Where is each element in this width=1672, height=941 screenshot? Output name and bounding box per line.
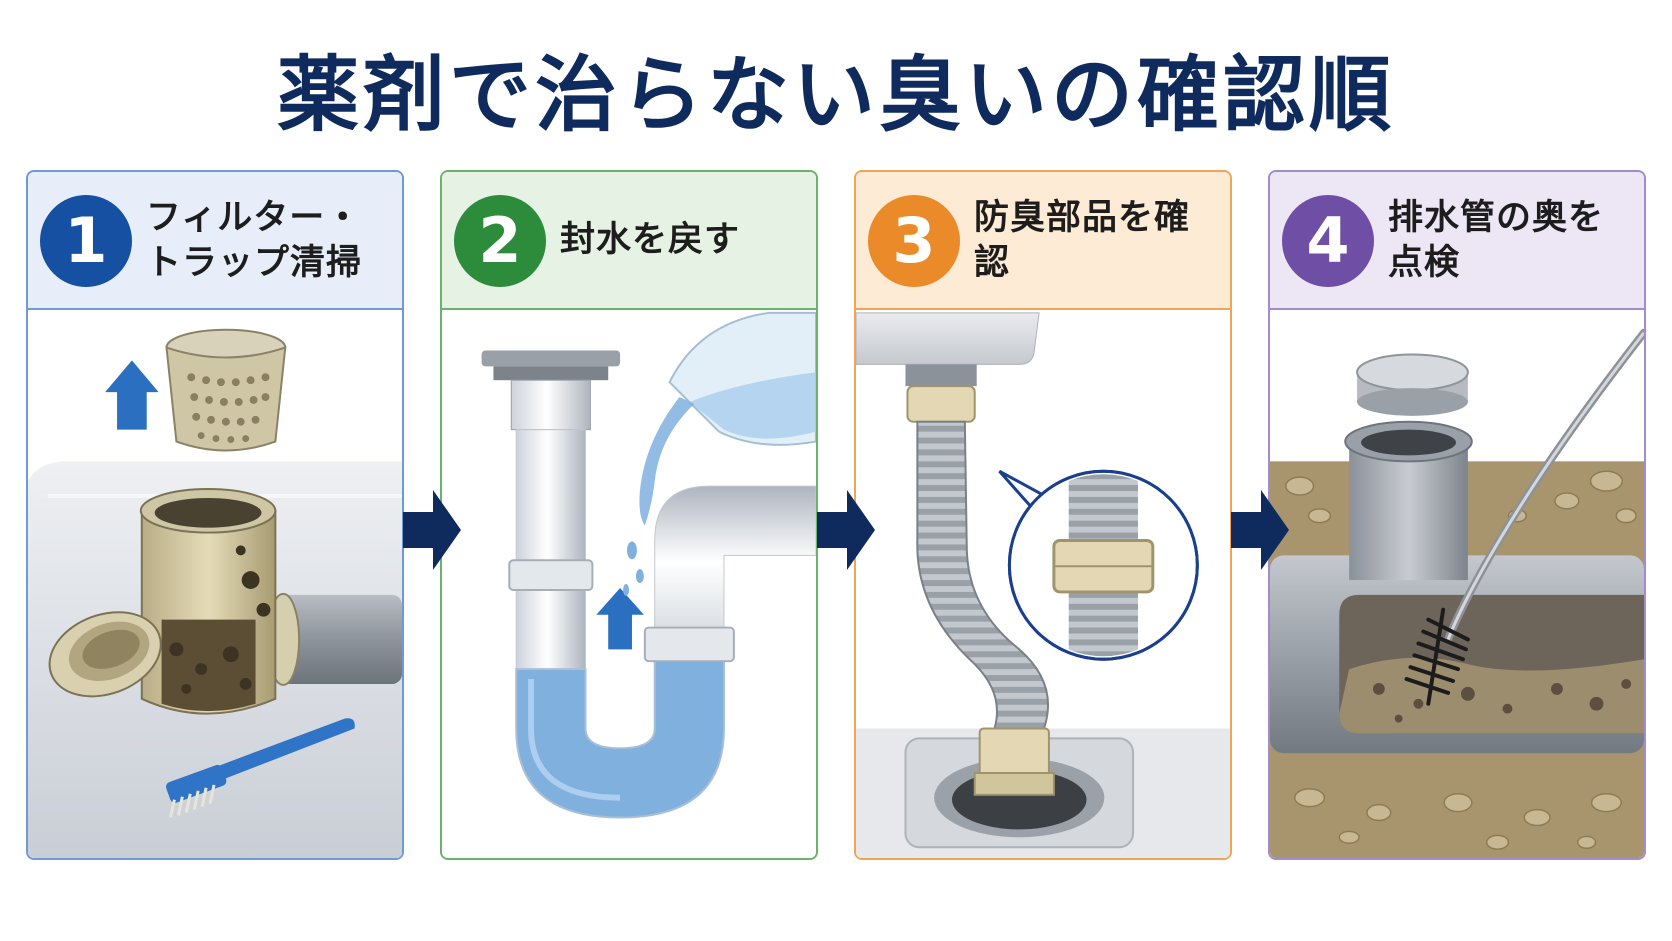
step-label-4: 排水管の奥を点検: [1388, 197, 1605, 284]
step-card-3: 3 防臭部品を確認: [854, 170, 1232, 860]
trap-cap-icon: [48, 611, 162, 698]
step-number-badge-4: 4: [1282, 195, 1374, 287]
drain-pipe-cleaning-wire-icon: [1270, 310, 1644, 858]
page-title: 薬剤で治らない臭いの確認順: [276, 48, 1395, 143]
cleanout-cap-icon: [1356, 353, 1469, 416]
step-label-3: 防臭部品を確認: [974, 197, 1191, 284]
step-header-4: 4 排水管の奥を点検: [1270, 172, 1644, 310]
step-header-1: 1 フィルター・ トラップ清掃: [28, 172, 402, 310]
trap-body-icon: [139, 488, 277, 715]
cleaning-brush-icon: [165, 718, 355, 818]
step-label-2: 封水を戻す: [560, 220, 741, 261]
step-label-1: フィルター・ トラップ清掃: [146, 197, 363, 284]
wire-brush-head-icon: [1404, 607, 1470, 706]
step-number-badge-1: 1: [40, 195, 132, 287]
step-card-4: 4 排水管の奥を点検: [1268, 170, 1646, 860]
flexible-hose-seal-icon: [856, 310, 1230, 858]
step-header-2: 2 封水を戻す: [442, 172, 816, 310]
s-trap-water-pouring-icon: [442, 310, 816, 858]
next-step-arrow-icon-1: [403, 490, 461, 570]
step-card-1: 1 フィルター・ トラップ清掃: [26, 170, 404, 860]
step-number-badge-2: 2: [454, 195, 546, 287]
water-cup-icon: [668, 311, 816, 446]
step-header-3: 3 防臭部品を確認: [856, 172, 1230, 310]
step-number-badge-3: 3: [868, 195, 960, 287]
basket-filter-trap-brush-icon: [28, 310, 402, 858]
lift-arrow-icon: [105, 360, 159, 430]
next-step-arrow-icon-2: [817, 490, 875, 570]
basket-filter-icon: [165, 328, 287, 452]
next-step-arrow-icon-3: [1231, 490, 1289, 570]
seal-zoom-callout: [998, 469, 1199, 661]
step-card-2: 2 封水を戻す: [440, 170, 818, 860]
